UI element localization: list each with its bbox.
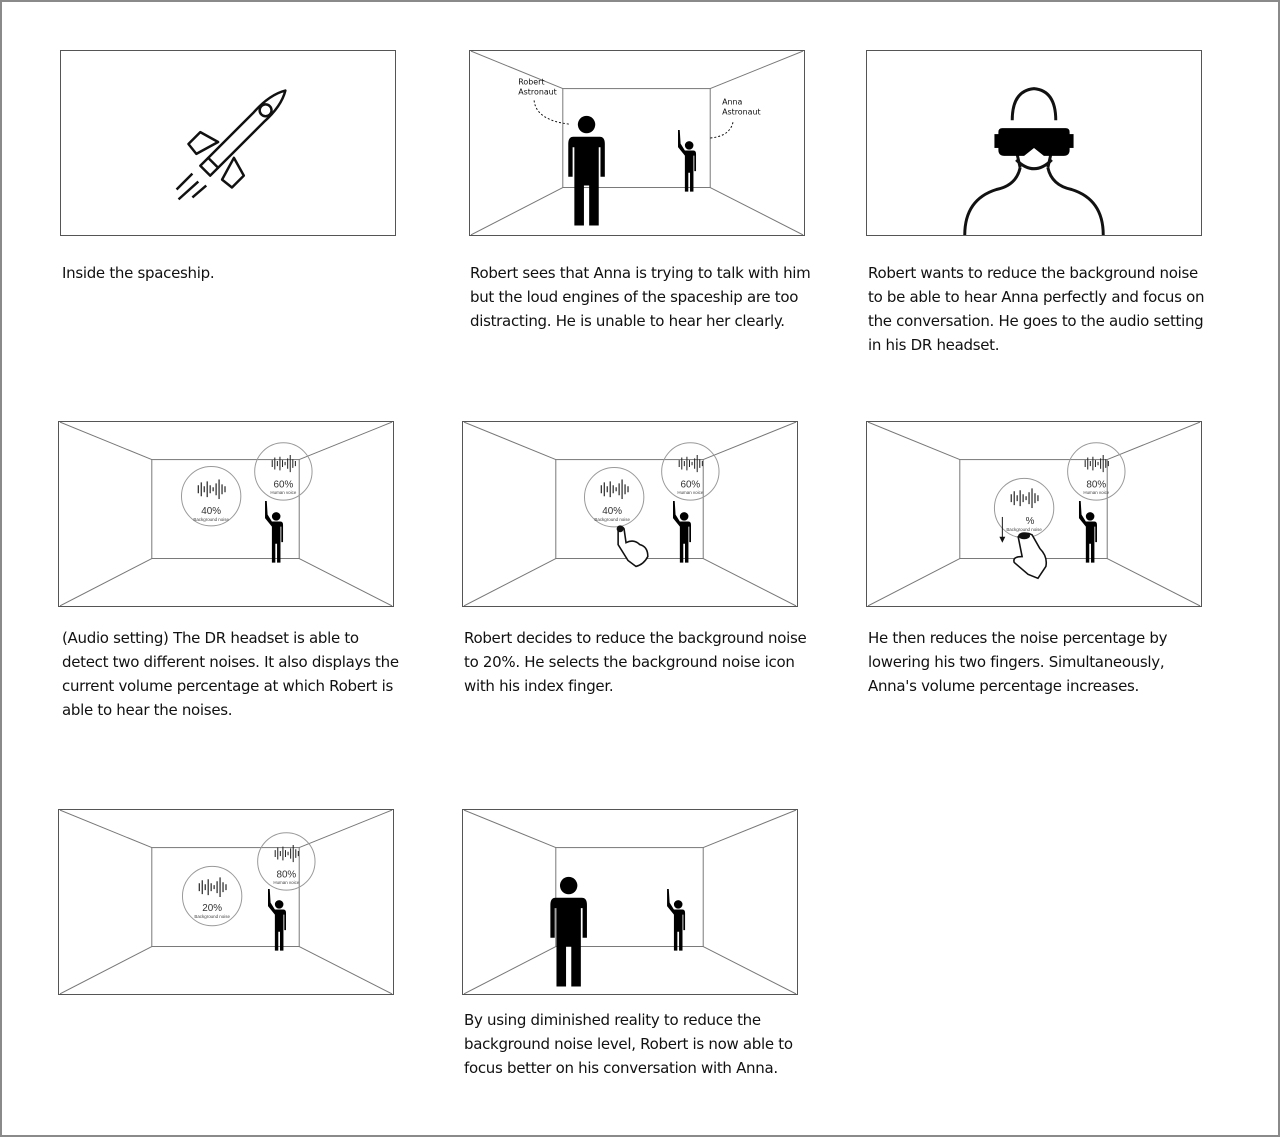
down-arrow-icon [999,516,1006,543]
background-label: Background noise [193,517,229,522]
room-outline [463,422,797,606]
background-label: Background noise [594,517,630,522]
voice-percent: 60% [273,479,293,490]
panel-2-caption: Robert sees that Anna is trying to talk … [470,264,811,330]
background-noise-widget[interactable]: 40% Background noise [180,466,242,527]
background-noise-widget[interactable]: 40% Background noise [584,467,645,528]
voice-percent: 80% [276,869,296,880]
panel-6-caption: He then reduces the noise percentage by … [868,629,1168,695]
waveform-icon [678,454,703,473]
panel-8-conversation [462,809,798,995]
anna-figure [265,500,284,563]
panel-5-select-noise: 40% Background noise 60% Human voice [462,421,798,607]
background-noise-widget[interactable]: 20% Background noise [181,865,243,927]
background-percent: % [1026,516,1035,527]
anna-label-name: Anna [722,97,742,106]
room-outline [59,422,393,606]
waveform-icon [1084,454,1109,473]
waveform-icon [198,877,227,898]
panel-4-caption: (Audio setting) The DR headset is able t… [62,629,399,719]
background-label: Background noise [194,914,230,919]
panel-6-lower-noise: % Background noise 80% Human voice [866,421,1202,607]
panel-2-astronauts: Robert Astronaut Anna Astronaut [469,50,805,236]
anna-arrow [710,122,734,139]
waveform-icon [600,479,629,500]
voice-label: Human voice [270,490,296,495]
voice-label: Human voice [677,490,703,495]
human-voice-widget[interactable]: 60% Human voice [254,442,313,501]
panel-8-caption: By using diminished reality to reduce th… [464,1011,793,1077]
voice-label: Human voice [273,880,299,885]
pointing-hand-icon [617,526,649,568]
human-voice-widget[interactable]: 80% Human voice [257,832,316,891]
waveform-icon [197,479,226,500]
human-voice-widget[interactable]: 60% Human voice [661,442,720,501]
background-percent: 40% [602,506,622,517]
robert-arrow [533,100,570,125]
waveform-icon [1010,488,1039,509]
room-outline [59,810,393,994]
anna-figure [678,129,697,192]
anna-figure [1078,500,1097,563]
rocket-icon [175,89,287,201]
room-outline [867,422,1201,606]
panel-5-caption: Robert decides to reduce the background … [464,629,807,695]
robert-label-role: Astronaut [518,88,557,97]
room-outline [463,810,797,994]
anna-figure [667,888,686,951]
panel-3-caption: Robert wants to reduce the background no… [868,264,1205,354]
anna-figure [268,888,287,951]
voice-percent: 80% [1086,479,1106,490]
finger-tap-icon [616,525,624,533]
panel-1-spaceship [60,50,396,236]
anna-figure [672,500,692,563]
background-noise-widget[interactable]: % Background noise [993,477,1055,539]
background-percent: 20% [202,903,222,914]
panel-1-caption: Inside the spaceship. [62,264,215,282]
voice-percent: 60% [680,479,700,490]
vr-headset-person-icon [963,87,1105,235]
panel-7-result-settings: 20% Background noise 80% Human voice [58,809,394,995]
robert-figure [568,115,605,226]
two-finger-hand-icon [1013,532,1048,580]
anna-label-role: Astronaut [722,107,761,116]
robert-label-name: Robert [518,78,544,87]
background-label: Background noise [1006,527,1042,532]
voice-label: Human voice [1083,490,1109,495]
panel-3-headset [866,50,1202,236]
background-percent: 40% [201,506,221,517]
human-voice-widget[interactable]: 80% Human voice [1067,442,1126,501]
panel-4-audio-setting: 40% Background noise 60% Human voice [58,421,394,607]
waveform-icon [271,454,296,473]
